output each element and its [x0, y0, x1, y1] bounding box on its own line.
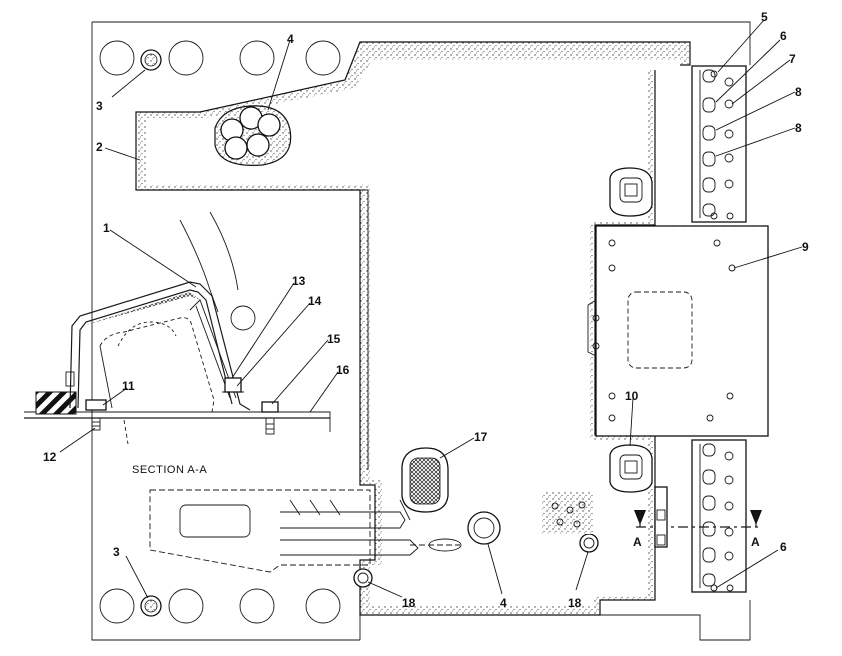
section-marker-right: A [751, 535, 760, 549]
bottom-holes [99, 588, 341, 624]
callout-10: 10 [625, 389, 639, 403]
leader-lines [59, 19, 803, 599]
plate-inner-panel [146, 60, 680, 606]
callout-9: 9 [802, 240, 809, 254]
console-panel [587, 225, 769, 437]
callout-4-top: 4 [287, 32, 294, 46]
callout-12: 12 [43, 450, 57, 464]
callout-6-bottom: 6 [780, 540, 787, 554]
callout-15: 15 [327, 332, 341, 346]
lower-bracket [149, 489, 462, 573]
callout-14: 14 [308, 294, 322, 308]
callout-17: 17 [474, 430, 488, 444]
callout-2: 2 [96, 140, 103, 154]
callout-13: 13 [292, 274, 306, 288]
grommet-cluster [214, 105, 292, 166]
grommet-bottom [467, 511, 501, 545]
section-a-a-detail [24, 211, 331, 445]
callout-11: 11 [122, 379, 135, 393]
section-line-a-a [634, 486, 762, 548]
callout-6-top: 6 [780, 29, 787, 43]
callout-4-bottom: 4 [500, 596, 507, 610]
section-title: SECTION A-A [132, 464, 207, 476]
callout-labels: 1 2 3 3 4 4 5 6 6 7 8 8 9 10 11 12 13 14… [43, 10, 809, 610]
callout-16: 16 [336, 363, 350, 377]
callout-3-top: 3 [96, 99, 103, 113]
callout-1: 1 [103, 221, 110, 235]
lower-push-button [609, 444, 653, 493]
pedal [401, 447, 449, 513]
upper-connector-strip [691, 65, 747, 223]
lower-connector-strip [691, 439, 747, 593]
section-marker-left: A [633, 535, 642, 549]
callout-18-right: 18 [568, 596, 582, 610]
callout-7: 7 [789, 52, 796, 66]
upper-push-button [609, 167, 653, 217]
callout-8-a: 8 [795, 85, 802, 99]
callout-5: 5 [761, 10, 768, 24]
top-holes [99, 40, 341, 76]
callout-8-b: 8 [795, 121, 802, 135]
callout-18-left: 18 [402, 596, 416, 610]
grommets-18 [353, 492, 599, 588]
callout-3-bottom: 3 [113, 545, 120, 559]
